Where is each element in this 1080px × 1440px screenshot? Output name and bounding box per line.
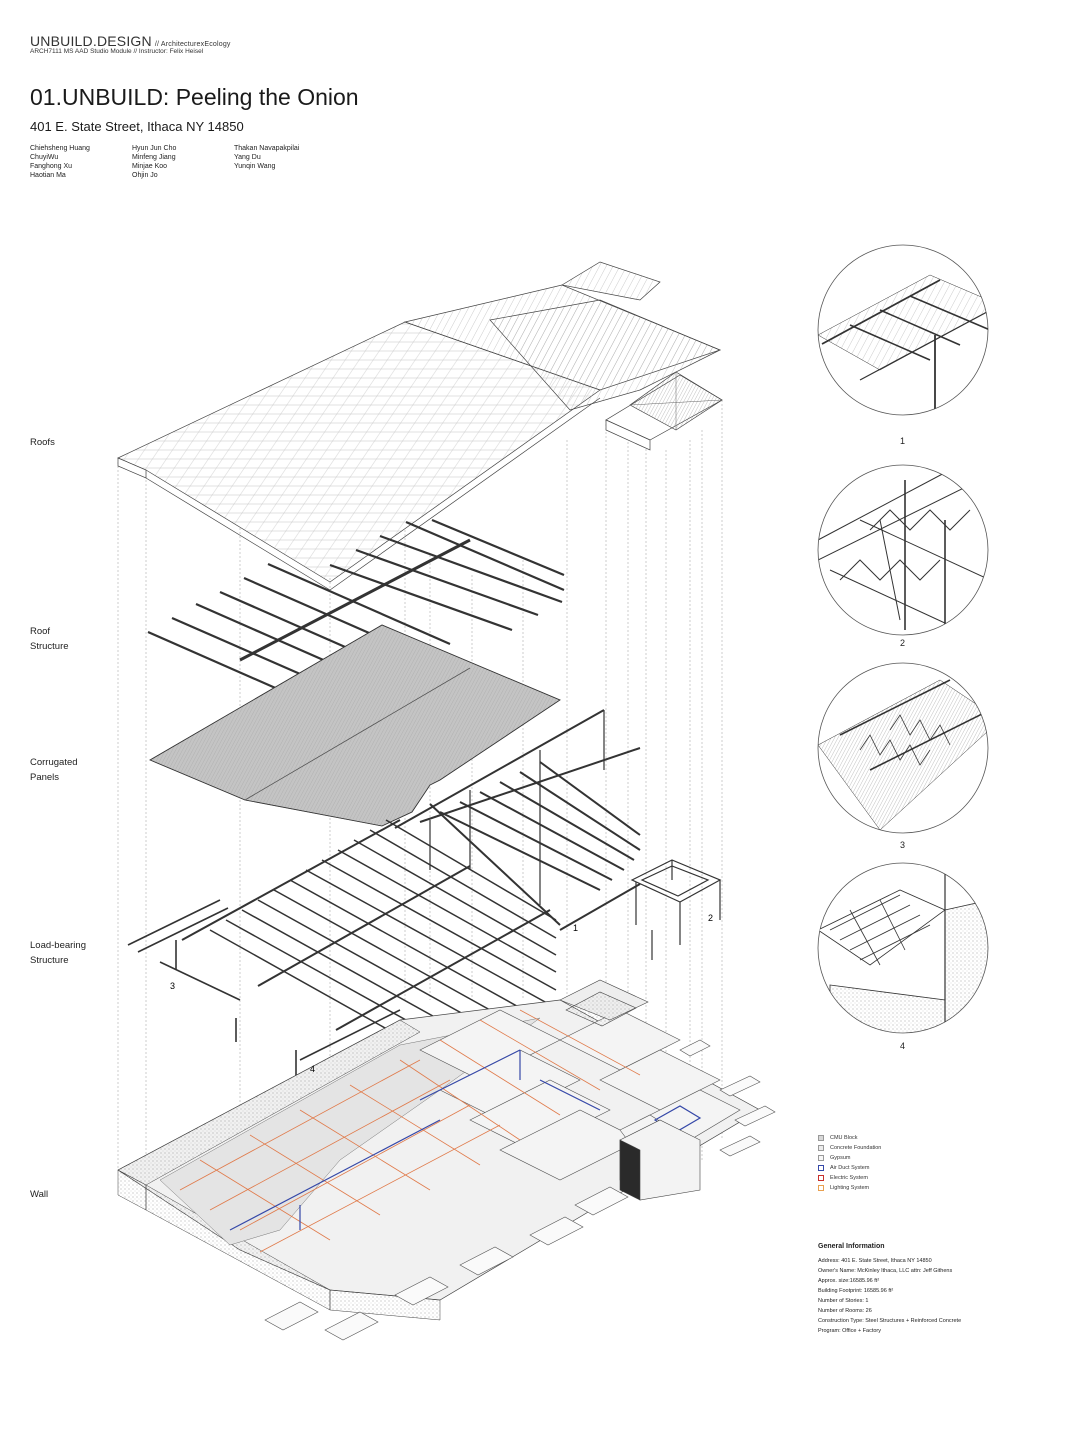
course-line: ARCH7111 MS AAD Studio Module // Instruc… bbox=[30, 48, 204, 55]
detail-number-4: 4 bbox=[900, 1041, 905, 1051]
info-line: Number of Stories: 1 bbox=[818, 1298, 869, 1304]
load-bearing-layer bbox=[127, 709, 722, 1080]
team-column-3: Thakan Navapakpilai Yang Du Yunqin Wang bbox=[234, 144, 299, 171]
layer-label-text: Structure bbox=[30, 641, 69, 652]
page-title: 01.UNBUILD: Peeling the Onion bbox=[30, 84, 359, 110]
team-member: Haotian Ma bbox=[30, 172, 66, 179]
team-member: Yunqin Wang bbox=[234, 163, 276, 170]
projection-lines bbox=[117, 400, 723, 1300]
legend-swatch bbox=[818, 1145, 824, 1151]
team-member: Ohjin Jo bbox=[132, 172, 158, 179]
detail-circle-1: 1 bbox=[817, 244, 989, 446]
legend: CMU Block Concrete Foundation Gypsum Air… bbox=[818, 1133, 881, 1193]
detail-number-3: 3 bbox=[900, 840, 905, 850]
brand-name: UNBUILD.DESIGN bbox=[30, 33, 152, 49]
info-line: Program: Office + Factory bbox=[818, 1328, 882, 1334]
team-member: Thakan Navapakpilai bbox=[234, 145, 300, 152]
team-column-1: Chiehsheng Huang ChuyiWu Fanghong Xu Hao… bbox=[30, 144, 90, 180]
legend-swatch bbox=[818, 1175, 824, 1181]
legend-swatch bbox=[818, 1155, 824, 1161]
legend-label: Electric System bbox=[830, 1175, 868, 1181]
layer-label-text: Structure bbox=[30, 955, 69, 966]
layer-label-text: Load-bearing bbox=[30, 940, 86, 951]
detail-circle-3: 3 bbox=[817, 662, 989, 850]
info-line: Approx. size:16585.96 ft² bbox=[818, 1278, 880, 1284]
team-member: Hyun Jun Cho bbox=[132, 145, 177, 152]
team-member: ChuyiWu bbox=[30, 154, 59, 161]
team-member: Minfeng Jiang bbox=[132, 154, 176, 161]
info-line: Owner's Name: McKinley Ithaca, LLC attn:… bbox=[818, 1268, 953, 1274]
team-member: Fanghong Xu bbox=[30, 163, 73, 170]
brand-subtitle: // ArchitecturexEcology bbox=[154, 41, 231, 48]
page-address: 401 E. State Street, Ithaca NY 14850 bbox=[30, 119, 244, 134]
legend-item: CMU Block bbox=[818, 1133, 881, 1143]
team-member: Yang Du bbox=[234, 154, 261, 161]
layer-label-roofs: Roofs bbox=[30, 435, 55, 450]
legend-label: Lighting System bbox=[830, 1185, 870, 1191]
callout-3: 3 bbox=[170, 981, 175, 991]
legend-item: Gypsum bbox=[818, 1153, 881, 1163]
info-line: Number of Rooms: 26 bbox=[818, 1308, 872, 1314]
detail-number-2: 2 bbox=[900, 638, 905, 648]
detail-number-1: 1 bbox=[900, 436, 905, 446]
layer-label-text: Panels bbox=[30, 772, 60, 783]
info-line: Address: 401 E. State Street, Ithaca NY … bbox=[818, 1258, 932, 1264]
detail-circle-2: 2 bbox=[817, 464, 989, 648]
legend-label: CMU Block bbox=[830, 1135, 858, 1141]
info-line: Building Footprint: 16585.96 ft² bbox=[818, 1288, 894, 1294]
info-line: Construction Type: Steel Structures + Re… bbox=[818, 1318, 962, 1324]
detail-circle-4: 4 bbox=[817, 862, 989, 1051]
layer-label-corrugated-panels: Corrugated Panels bbox=[30, 755, 78, 785]
layer-label-text: Corrugated bbox=[30, 757, 78, 768]
callout-1: 1 bbox=[573, 923, 578, 933]
legend-item: Electric System bbox=[818, 1173, 881, 1183]
layer-label-text: Roofs bbox=[30, 437, 55, 448]
callout-4: 4 bbox=[310, 1064, 315, 1074]
wall-layer bbox=[117, 979, 776, 1341]
layer-label-text: Roof bbox=[30, 626, 51, 637]
general-information: General Information Address: 401 E. Stat… bbox=[818, 1243, 961, 1336]
roofs-layer bbox=[117, 261, 723, 591]
layer-label-wall: Wall bbox=[30, 1187, 48, 1202]
callout-2: 2 bbox=[708, 913, 713, 923]
legend-swatch bbox=[818, 1185, 824, 1191]
legend-item: Lighting System bbox=[818, 1183, 881, 1193]
corrugated-panels-layer bbox=[149, 624, 561, 827]
brand: UNBUILD.DESIGN// ArchitecturexEcology bbox=[30, 33, 231, 49]
layer-label-load-bearing: Load-bearing Structure bbox=[30, 938, 86, 968]
layer-label-text: Wall bbox=[30, 1189, 49, 1200]
team-member: Chiehsheng Huang bbox=[30, 145, 90, 152]
legend-label: Gypsum bbox=[830, 1155, 851, 1161]
layer-label-roof-structure: Roof Structure bbox=[30, 624, 69, 654]
legend-label: Concrete Foundation bbox=[830, 1145, 882, 1151]
legend-item: Air Duct System bbox=[818, 1163, 881, 1173]
team-column-2: Hyun Jun Cho Minfeng Jiang Minjae Koo Oh… bbox=[132, 144, 176, 180]
legend-swatch bbox=[818, 1135, 824, 1141]
team-member: Minjae Koo bbox=[132, 163, 168, 170]
info-title: General Information bbox=[818, 1243, 885, 1250]
legend-swatch bbox=[818, 1165, 824, 1171]
legend-label: Air Duct System bbox=[830, 1165, 870, 1171]
legend-item: Concrete Foundation bbox=[818, 1143, 881, 1153]
